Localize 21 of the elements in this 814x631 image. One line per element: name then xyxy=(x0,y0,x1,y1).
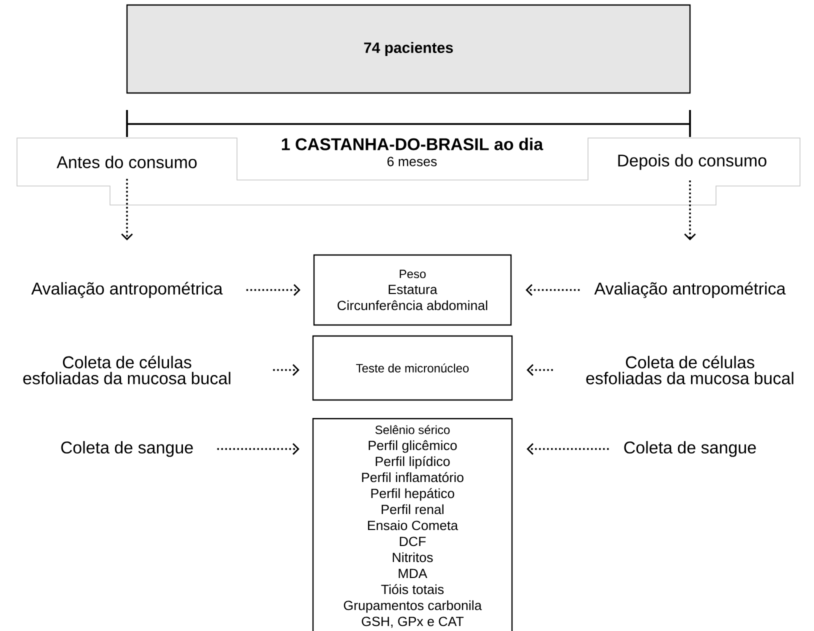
arrow xyxy=(684,180,696,240)
arrow xyxy=(526,443,609,455)
intervention-label: 1 CASTANHA-DO-BRASIL ao dia 6 meses xyxy=(282,138,544,166)
stage-label: Antes do consumo xyxy=(56,156,197,168)
arrow xyxy=(121,178,133,240)
step-label: Coleta de células esfoliadas da mucosa bucal xyxy=(23,356,230,384)
group-box: 74 pacientes xyxy=(126,4,691,94)
step-label: Coleta de sangue xyxy=(61,441,193,457)
stage-label: Depois do consumo xyxy=(618,154,766,170)
step-label: Avaliação antropométrica xyxy=(31,282,223,298)
measure-box: Selênio sérico Perfil glicêmico Perfil lipídico Perfil inflamatório Perfil hepático Perfil renal Ensaio Cometa DCF Nitritos MDA Tióis totais Grupamentos carbonila GSH, GPx e CAT xyxy=(312,418,513,631)
arrow xyxy=(526,364,553,376)
arrow xyxy=(273,364,300,376)
measure-box: Teste de micronúcleo xyxy=(312,335,513,401)
step-label: Coleta de sangue xyxy=(624,441,756,457)
measure-box: Peso Estatura Circunferência abdominal xyxy=(313,254,512,326)
arrow xyxy=(526,284,580,296)
step-label: Coleta de células esfoliadas da mucosa bucal xyxy=(586,356,794,384)
step-label: Avaliação antropométrica xyxy=(594,282,786,298)
arrow xyxy=(246,284,300,296)
arrow xyxy=(217,443,300,455)
